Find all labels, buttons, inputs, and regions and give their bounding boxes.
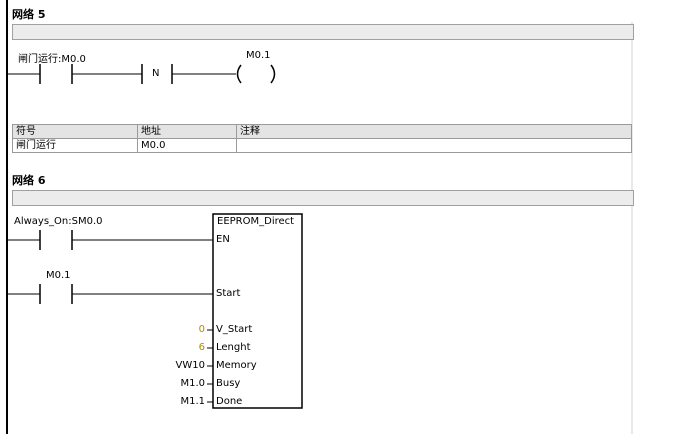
network6-comment-bar[interactable] [12,190,634,206]
pin-v-start: V_Start [216,324,253,335]
table-row[interactable]: 闸门运行 M0.0 [12,138,632,153]
pin-busy: Busy [216,378,241,389]
symbol-table: 符号 地址 注释 闸门运行 M0.0 [12,124,632,153]
lenght-value[interactable]: 6 [198,342,205,353]
symbol-table-header: 符号 地址 注释 [12,124,632,139]
address-header: 地址 [137,124,237,139]
network5-rung [8,64,276,84]
network5-title[interactable]: 网络 5 [12,8,46,21]
symbol-header: 符号 [12,124,138,139]
function-block-box [212,213,303,409]
network6-title[interactable]: 网络 6 [12,174,46,187]
network5-contact-label[interactable]: 闸门运行:M0.0 [18,54,86,65]
symbol-cell[interactable]: 闸门运行 [12,138,138,153]
network5-comment-bar[interactable] [12,24,634,40]
address-cell[interactable]: M0.0 [137,138,237,153]
network6-rung-start [8,284,213,304]
network6-rung-en [8,230,213,250]
pin-stubs [207,329,213,403]
pin-en: EN [216,234,230,245]
comment-cell[interactable] [236,138,632,153]
comment-header: 注释 [236,124,632,139]
done-value[interactable]: M1.1 [180,396,205,407]
memory-value[interactable]: VW10 [175,360,205,371]
busy-value[interactable]: M1.0 [180,378,205,389]
network5-coil-label[interactable]: M0.1 [246,50,271,61]
v-start-value[interactable]: 0 [198,324,205,335]
pin-lenght: Lenght [216,342,251,353]
network6-contact1-label[interactable]: Always_On:SM0.0 [14,216,103,227]
function-block-name[interactable]: EEPROM_Direct [217,216,295,227]
pin-memory: Memory [216,360,257,371]
pin-start: Start [216,288,241,299]
pin-done: Done [216,396,243,407]
network6-contact2-label[interactable]: M0.1 [46,270,71,281]
network5-n-contact-label[interactable]: N [152,68,160,79]
